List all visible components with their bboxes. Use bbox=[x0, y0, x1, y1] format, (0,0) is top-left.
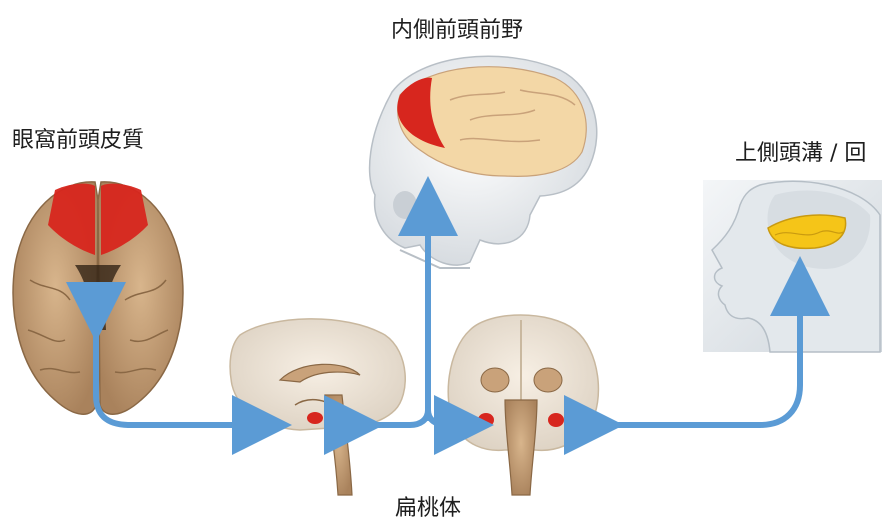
head-profile-icon bbox=[703, 180, 882, 352]
label-medial-prefrontal: 内側前頭前野 bbox=[391, 12, 523, 44]
label-amygdala: 扁桃体 bbox=[395, 490, 461, 522]
skull-brain-icon bbox=[370, 56, 597, 268]
sagittal-brain-icon bbox=[230, 319, 405, 495]
label-superior-temporal: 上側頭溝 / 回 bbox=[735, 135, 866, 167]
label-orbitofrontal: 眼窩前頭皮質 bbox=[12, 122, 144, 154]
coronal-brain-icon bbox=[448, 315, 598, 495]
